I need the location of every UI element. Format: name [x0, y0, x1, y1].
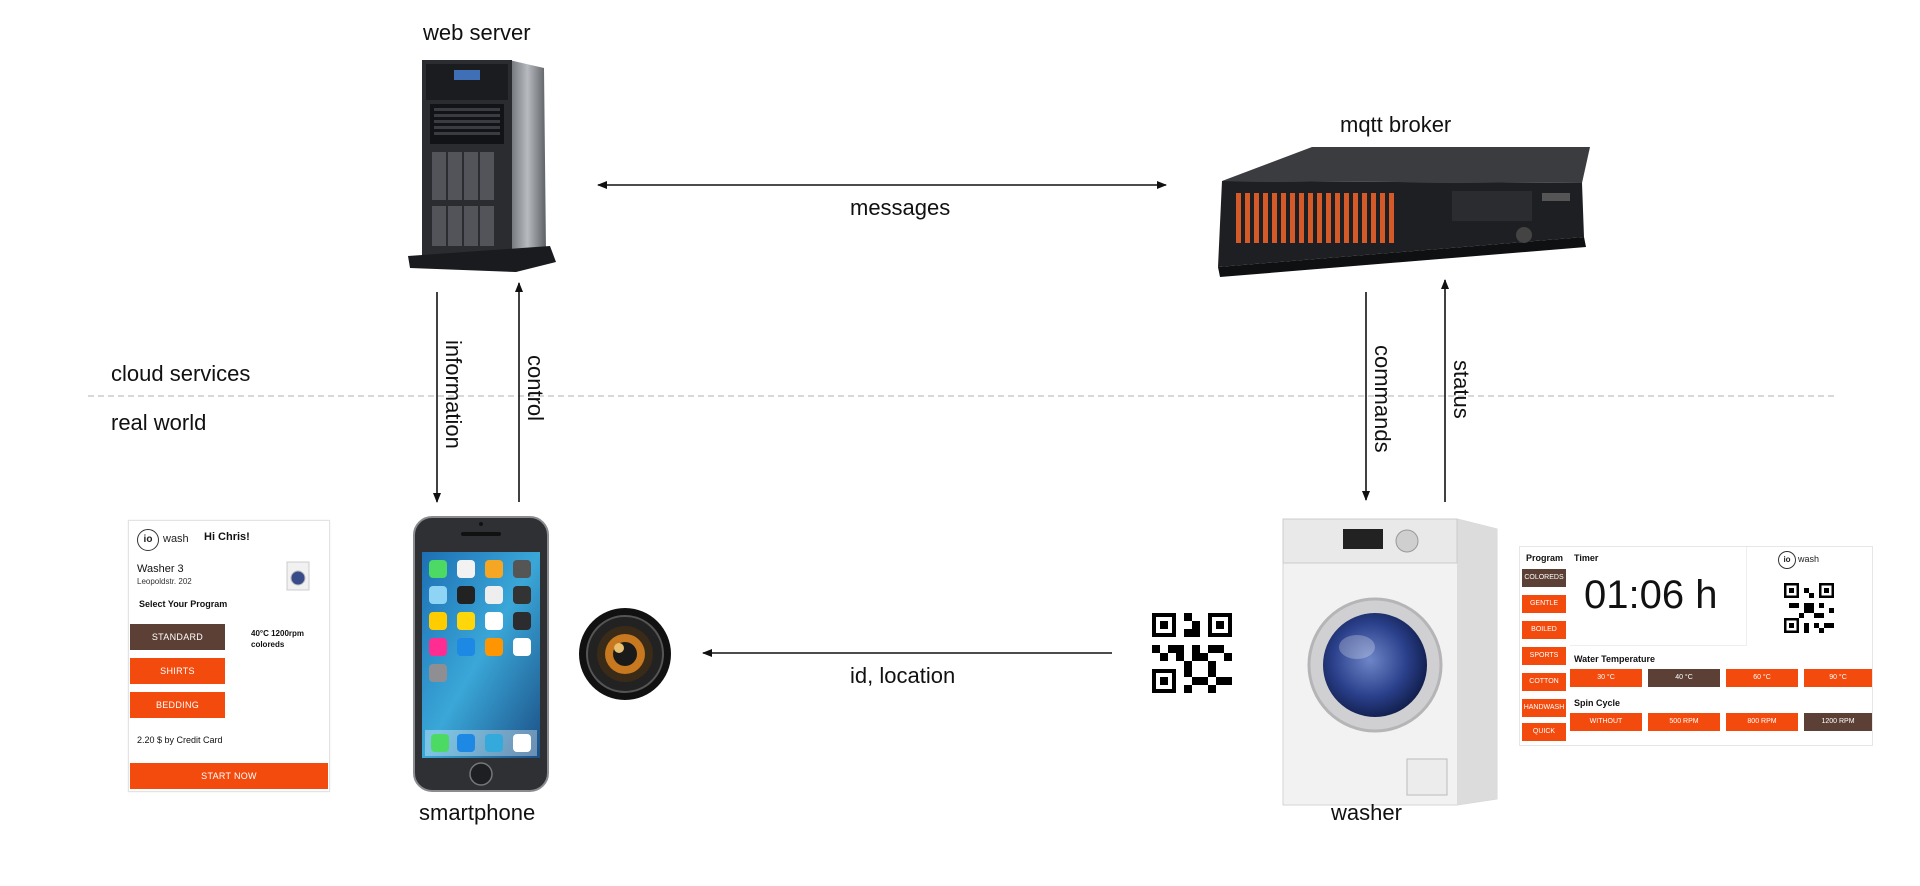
water-option-90[interactable]: 90 °C [1804, 669, 1872, 687]
washer-icon [1277, 515, 1499, 807]
mqtt-broker-label: mqtt broker [1340, 112, 1452, 137]
program-button-shirts[interactable]: SHIRTS [130, 658, 225, 684]
panel-timer-title: Timer [1574, 553, 1599, 563]
phone-app-mockup: io wash Hi Chris! Washer 3 Leopoldstr. 2… [128, 520, 330, 792]
panel-program-title: Program [1526, 553, 1564, 563]
smartphone-label: smartphone [419, 800, 536, 825]
panel-logo-icon: io [1778, 551, 1796, 569]
web-server-label: web server [423, 20, 531, 45]
app-select-title: Select Your Program [139, 599, 228, 609]
panel-program-handwash[interactable]: HANDWASH [1522, 699, 1566, 717]
mqtt-broker-icon [1212, 143, 1592, 278]
panel-program-quick[interactable]: QUICK [1522, 723, 1566, 741]
panel-logo-text: wash [1798, 554, 1820, 564]
washer-panel-mockup: Program COLOREDS GENTLE BOILED SPORTS CO… [1519, 546, 1873, 746]
program-button-standard[interactable]: STANDARD [130, 624, 225, 650]
start-now-button[interactable]: START NOW [130, 763, 328, 789]
spin-option-800[interactable]: 800 RPM [1726, 713, 1798, 731]
panel-water-title: Water Temperature [1574, 654, 1656, 664]
app-logo-icon: io [137, 529, 159, 551]
app-address: Leopoldstr. 202 [137, 577, 192, 586]
app-program-detail-1: 40°C 1200rpm [251, 629, 305, 638]
app-washer-thumb-icon [285, 561, 311, 591]
app-price: 2.20 $ by Credit Card [137, 735, 223, 745]
panel-program-cotton[interactable]: COTTON [1522, 673, 1566, 691]
washer-label: washer [1331, 800, 1402, 825]
smartphone-icon [413, 516, 549, 792]
camera-lens-icon [577, 606, 673, 702]
status-label: status [1449, 360, 1474, 419]
id-location-label: id, location [850, 663, 956, 688]
water-option-40[interactable]: 40 °C [1648, 669, 1720, 687]
information-label: information [441, 340, 466, 449]
panel-timer-value: 01:06 h [1584, 573, 1718, 617]
app-logo-text: wash [163, 533, 189, 545]
panel-spin-title: Spin Cycle [1574, 698, 1621, 708]
control-label: control [523, 355, 548, 422]
app-washer-name: Washer 3 [137, 563, 184, 575]
app-greeting: Hi Chris! [204, 531, 250, 543]
panel-qr-code-icon [1784, 583, 1834, 633]
program-button-bedding[interactable]: BEDDING [130, 692, 225, 718]
web-server-icon [404, 56, 560, 274]
spin-option-1200[interactable]: 1200 RPM [1804, 713, 1872, 731]
messages-label: messages [850, 195, 951, 220]
panel-program-gentle[interactable]: GENTLE [1522, 595, 1566, 613]
water-option-30[interactable]: 30 °C [1570, 669, 1642, 687]
spin-option-500[interactable]: 500 RPM [1648, 713, 1720, 731]
panel-program-sports[interactable]: SPORTS [1522, 647, 1566, 665]
panel-program-boiled[interactable]: BOILED [1522, 621, 1566, 639]
commands-label: commands [1370, 345, 1395, 453]
spin-option-without[interactable]: WITHOUT [1570, 713, 1642, 731]
timer-box: Timer 01:06 h [1570, 547, 1747, 646]
cloud-services-label: cloud services [111, 361, 251, 386]
real-world-label: real world [111, 410, 207, 435]
qr-code-icon [1152, 613, 1232, 693]
water-option-60[interactable]: 60 °C [1726, 669, 1798, 687]
app-program-detail-2: coloreds [251, 640, 285, 649]
panel-program-coloreds[interactable]: COLOREDS [1522, 569, 1566, 587]
